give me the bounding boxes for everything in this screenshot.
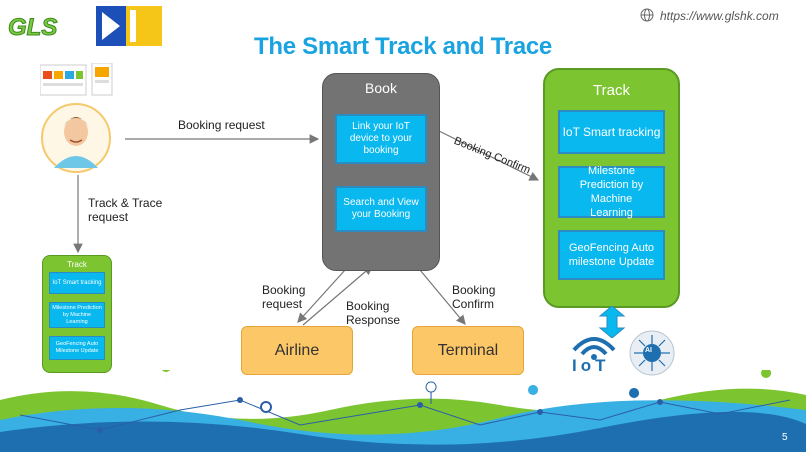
booking-request-down-label: Booking request bbox=[262, 283, 305, 311]
mini-iot-smart-tracking-box[interactable]: IoT Smart tracking bbox=[49, 272, 105, 294]
track-trace-label: Track & Trace request bbox=[88, 196, 162, 224]
wifi-icon bbox=[572, 337, 616, 360]
ai-brain-icon bbox=[629, 330, 675, 376]
booking-request-label: Booking request bbox=[178, 118, 265, 132]
ai-label: AI bbox=[645, 347, 652, 354]
booking-confirm-down-label: Booking Confirm bbox=[452, 283, 495, 311]
partner-logo bbox=[96, 6, 162, 46]
booking-confirm-down-line2: Confirm bbox=[452, 297, 495, 311]
track-title: Track bbox=[593, 82, 630, 99]
mini-track-title: Track bbox=[67, 260, 87, 269]
terminal-box[interactable]: Terminal bbox=[412, 326, 524, 375]
page-number: 5 bbox=[782, 432, 788, 443]
booking-response-arrow bbox=[302, 265, 373, 326]
booking-confirm-down-line1: Booking bbox=[452, 283, 496, 297]
mini-geofencing-box[interactable]: GeoFencing Auto Milestone Update bbox=[49, 336, 105, 360]
booking-confirm-down-arrow bbox=[419, 269, 466, 325]
book-panel: Book Link your IoT device to your bookin… bbox=[322, 73, 440, 271]
booking-response-label: Booking Response bbox=[346, 299, 400, 327]
user-avatar bbox=[41, 103, 111, 173]
book-link-iot-box[interactable]: Link your IoT device to your booking bbox=[335, 114, 427, 164]
booking-request-down-line2: request bbox=[262, 297, 303, 311]
footer-decoration bbox=[0, 370, 806, 452]
booking-request-down-arrow bbox=[297, 269, 346, 323]
booking-response-line2: Response bbox=[346, 313, 401, 327]
globe-icon bbox=[640, 8, 654, 22]
mini-milestone-prediction-box[interactable]: Milestone Prediction by Machine Learning bbox=[49, 302, 105, 328]
track-iot-smart-tracking-box[interactable]: IoT Smart tracking bbox=[558, 110, 665, 154]
track-geofencing-box[interactable]: GeoFencing Auto milestone Update bbox=[558, 230, 665, 280]
booking-request-down-line1: Booking bbox=[262, 283, 306, 297]
gls-logo: GLS bbox=[7, 14, 58, 42]
airline-box[interactable]: Airline bbox=[241, 326, 353, 375]
bidirectional-arrow-icon bbox=[598, 306, 626, 338]
track-milestone-prediction-box[interactable]: Milestone Prediction by Machine Learning bbox=[558, 165, 665, 219]
page-title: The Smart Track and Trace bbox=[254, 33, 552, 60]
booking-response-line1: Booking bbox=[346, 299, 390, 313]
booking-confirm-arrow bbox=[436, 129, 540, 181]
track-panel: Track IoT Smart tracking Milestone Predi… bbox=[543, 68, 680, 308]
book-title: Book bbox=[365, 80, 397, 96]
iot-label: IoT bbox=[572, 356, 610, 375]
track-trace-label-line1: Track & Trace bbox=[88, 196, 163, 210]
website-url[interactable]: https://www.glshk.com bbox=[660, 9, 779, 23]
track-trace-label-line2: request bbox=[88, 210, 129, 224]
book-search-view-box[interactable]: Search and View your Booking bbox=[335, 186, 427, 232]
mini-track-panel: Track IoT Smart tracking Milestone Predi… bbox=[42, 255, 112, 373]
website-screens-icon bbox=[40, 63, 113, 96]
